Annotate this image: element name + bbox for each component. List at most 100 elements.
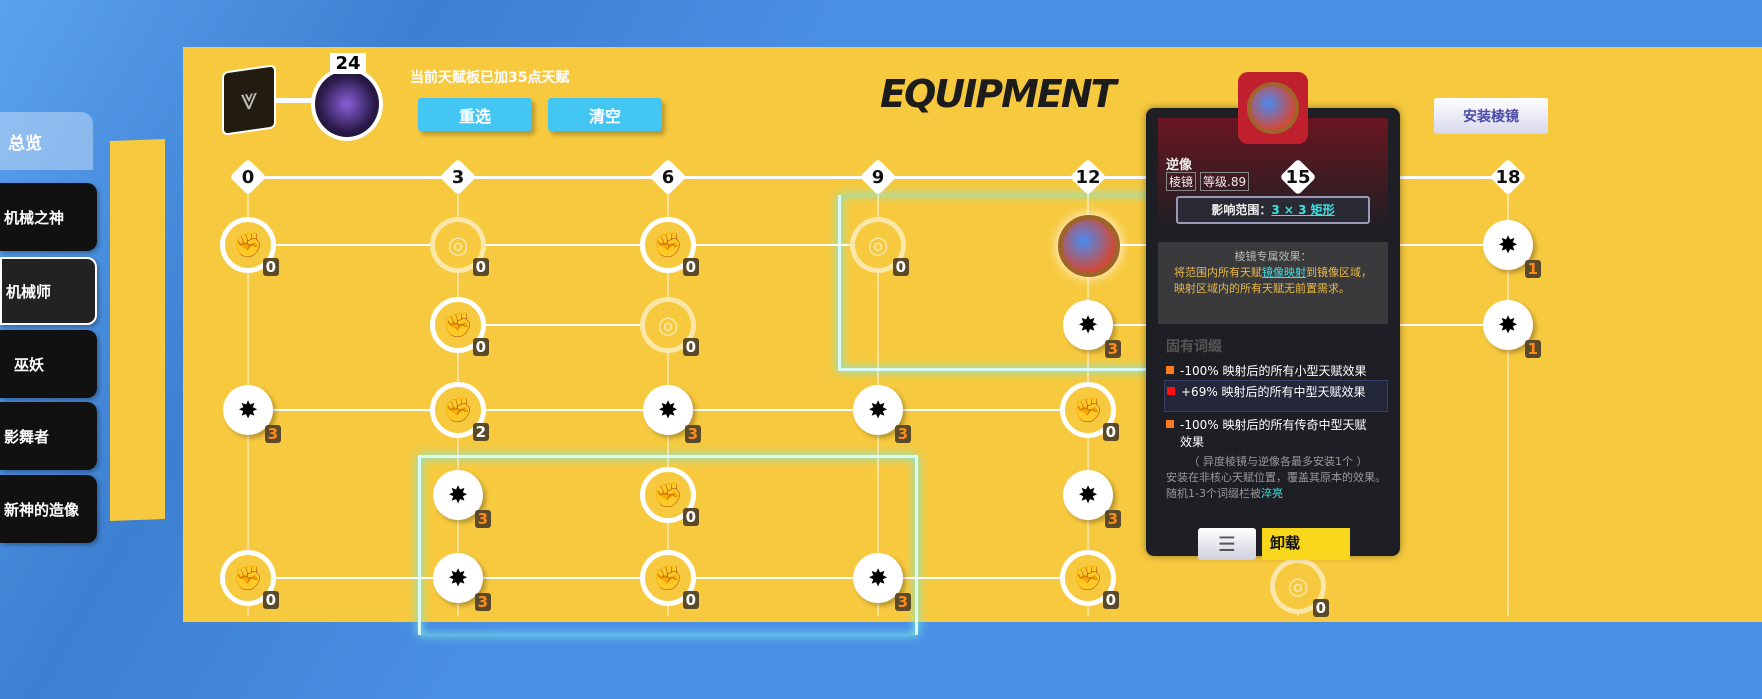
sidebar-item-3[interactable]: 影舞者 <box>0 402 97 470</box>
exclusive-title: 棱镜专属效果： <box>1234 250 1312 263</box>
sidebar-overview[interactable]: 总览 <box>0 112 93 170</box>
talent-icon: ✸ <box>1077 311 1099 339</box>
talent-node[interactable]: ✸3 <box>853 385 911 443</box>
talent-points: 1 <box>1524 340 1541 358</box>
uninstall-button[interactable]: 卸载 <box>1262 528 1350 560</box>
range-label: 影响范围： <box>1211 203 1272 217</box>
talent-connector <box>248 244 878 246</box>
core-talent-icon[interactable] <box>311 67 383 141</box>
talent-node[interactable]: ✸3 <box>643 385 701 443</box>
talent-icon: ✊ <box>233 564 263 592</box>
note-limit: （ 异度棱镜与逆像各最多安装1个 ） <box>1188 455 1368 468</box>
level-marker: 3 <box>440 159 476 195</box>
talent-node[interactable]: ◎0 <box>640 297 699 356</box>
talent-node[interactable]: ✸3 <box>433 553 491 611</box>
talent-points: 3 <box>894 593 911 611</box>
sidebar-item-label: 巫妖 <box>14 355 45 374</box>
uninstall-label: 卸载 <box>1270 534 1301 552</box>
talent-icon: ✊ <box>443 311 473 339</box>
talent-node[interactable]: ✊0 <box>1060 382 1119 441</box>
level-marker: 12 <box>1070 159 1106 195</box>
exclusive-pre: 将范围内所有天赋 <box>1174 266 1262 279</box>
talent-node[interactable]: ✸3 <box>433 470 491 528</box>
level-marker: 6 <box>650 159 686 195</box>
talent-points: 0 <box>472 338 489 356</box>
talent-points: 0 <box>1312 599 1329 617</box>
sidebar-item-0[interactable]: 机械之神 <box>0 183 97 251</box>
exclusive-post: 到镜像区域，映射区域内的所有天赋无前置需求。 <box>1174 266 1372 295</box>
talent-node[interactable]: ✊0 <box>220 217 279 276</box>
prism-node-icon[interactable] <box>1058 215 1120 277</box>
talent-node[interactable]: ✸3 <box>1063 300 1121 358</box>
level-marker-label: 0 <box>241 166 255 188</box>
talent-node[interactable]: ✊0 <box>640 467 699 526</box>
talent-node[interactable]: ✸3 <box>1063 470 1121 528</box>
tag-level: 等级.89 <box>1200 172 1250 191</box>
clear-button[interactable]: 清空 <box>548 98 662 131</box>
talent-node[interactable]: ✊2 <box>430 382 489 441</box>
talent-icon: ✸ <box>1077 481 1099 509</box>
notes: （ 异度棱镜与逆像各最多安装1个 ） 安装在非核心天赋位置，覆盖其原本的效果。 … <box>1166 454 1390 502</box>
connector <box>276 98 316 103</box>
menu-button[interactable]: ☰ <box>1198 528 1256 560</box>
talent-node[interactable]: ✸1 <box>1483 300 1541 358</box>
talent-node[interactable]: ✊0 <box>220 550 279 609</box>
talent-icon: ✸ <box>1497 311 1519 339</box>
talent-node[interactable]: ◎0 <box>430 217 489 276</box>
talent-node[interactable]: ✸3 <box>853 553 911 611</box>
talent-node[interactable]: ✊0 <box>1060 550 1119 609</box>
sidebar-item-1[interactable]: 机械师 <box>0 257 97 325</box>
talent-icon: ✊ <box>1073 564 1103 592</box>
sidebar-item-2[interactable]: 巫妖 <box>0 330 97 398</box>
level-marker-label: 12 <box>1075 166 1101 188</box>
talent-node[interactable]: ✊0 <box>640 217 699 276</box>
prism-name: 逆像 <box>1166 158 1193 173</box>
talent-points: 0 <box>682 508 699 526</box>
talent-icon: ◎ <box>657 311 679 339</box>
affix-title: 固有词缀 <box>1166 339 1222 355</box>
affix-0: -100% 映射后的所有小型天赋效果 <box>1166 362 1366 379</box>
talent-points: 2 <box>472 423 489 441</box>
talent-points: 3 <box>684 425 701 443</box>
level-badge: 24 <box>330 53 366 74</box>
talent-icon: ✸ <box>867 396 889 424</box>
install-prism-button[interactable]: 安装棱镜 <box>1434 98 1548 134</box>
talent-points: 3 <box>1104 340 1121 358</box>
talent-points: 0 <box>682 591 699 609</box>
talent-icon: ✊ <box>653 231 683 259</box>
affix-marker <box>1167 387 1175 395</box>
talent-points: 1 <box>1524 260 1541 278</box>
talent-icon: ◎ <box>447 231 469 259</box>
note-random: 随机1-3个词缀栏被淬亮 <box>1166 486 1390 502</box>
prism-tooltip: 逆像 棱镜 等级.89 影响范围：3 × 3 矩形 棱镜专属效果： 将范围内所有… <box>1146 72 1400 556</box>
talent-node[interactable]: ✊0 <box>430 297 489 356</box>
level-marker-label: 3 <box>451 166 465 188</box>
range-value: 3 × 3 矩形 <box>1271 203 1335 217</box>
watermark: EQUIPMENT <box>880 72 1117 116</box>
level-marker: 9 <box>860 159 896 195</box>
level-marker: 15 <box>1280 159 1316 195</box>
affix-text: +69% 映射后的所有中型天赋效果 <box>1181 385 1366 399</box>
affix-marker <box>1166 366 1174 374</box>
talent-points: 3 <box>474 593 491 611</box>
level-marker-label: 15 <box>1285 166 1311 188</box>
talent-icon: ✊ <box>653 564 683 592</box>
talent-node[interactable]: ◎0 <box>850 217 909 276</box>
level-marker-label: 18 <box>1495 166 1521 188</box>
talent-node[interactable]: ✸3 <box>223 385 281 443</box>
talent-icon: ✸ <box>1497 231 1519 259</box>
talent-node[interactable]: ✸1 <box>1483 220 1541 278</box>
decor-strip <box>110 139 165 521</box>
talent-icon: ✊ <box>443 396 473 424</box>
talent-node[interactable]: ✊0 <box>640 550 699 609</box>
status-text: 当前天赋板已加35点天赋 <box>410 70 570 86</box>
tag-type: 棱镜 <box>1166 172 1197 191</box>
exclusive-text: 将范围内所有天赋镜像映射到镜像区域，映射区域内的所有天赋无前置需求。 <box>1174 264 1372 296</box>
sidebar-item-4[interactable]: 新神的造像 <box>0 475 97 543</box>
talent-points: 0 <box>682 338 699 356</box>
talent-node[interactable]: ◎0 <box>1270 558 1329 617</box>
level-marker: 0 <box>230 159 266 195</box>
reselect-button[interactable]: 重选 <box>418 98 532 131</box>
mirror-frame-top <box>838 195 1158 371</box>
column-line <box>1507 176 1509 616</box>
